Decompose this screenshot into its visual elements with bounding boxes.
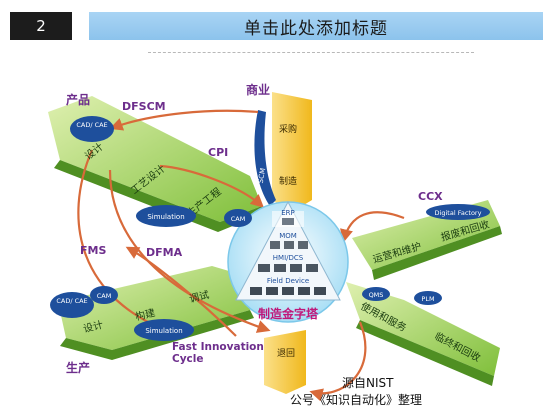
business-scm-label: SCM: [257, 167, 268, 184]
center-label: 制造金字塔: [258, 306, 319, 321]
slide-title[interactable]: 单击此处添加标题: [89, 12, 543, 40]
digital-factory-label: Digital Factory: [435, 209, 482, 217]
svg-text:Field Device: Field Device: [267, 277, 309, 285]
pyramid-layer-erp: ERP: [272, 209, 304, 227]
plm-label: PLM: [421, 295, 434, 303]
source-line-2: 公号《知识自动化》整理: [290, 393, 423, 407]
svg-text:HMI/DCS: HMI/DCS: [273, 254, 304, 262]
cycle-label-ccx: CCX: [418, 190, 443, 203]
qms-node: [362, 287, 390, 301]
svg-text:ERP: ERP: [281, 209, 295, 217]
production-cad-cae-label: CAD/ CAE: [56, 297, 87, 305]
cycle-label-cycle: Cycle: [172, 353, 204, 365]
digital-factory-node: [426, 204, 490, 220]
cycle-label-cpi: CPI: [208, 146, 228, 159]
right-lower-arm: [346, 282, 500, 386]
production-cad-cae-node: [50, 292, 94, 318]
product-simulation-node: [136, 205, 196, 227]
source-line-1: 源自NIST: [342, 376, 394, 390]
product-cad-cae-label: CAD/ CAE: [76, 121, 107, 129]
product-cam-label: CAM: [231, 215, 246, 223]
business-step-purchasing: 采购: [279, 123, 297, 135]
business-arm: [254, 92, 312, 394]
cycle-label-fms: FMS: [80, 244, 106, 257]
pyramid-layer-mom: MOM: [270, 232, 308, 249]
production-cam-label: CAM: [97, 292, 112, 300]
pyramid-layer-hmi-dcs: HMI/DCS: [258, 254, 318, 272]
qms-label: QMS: [369, 291, 384, 299]
business-step-return: 退回: [277, 348, 295, 359]
product-cad-cae-node: [70, 116, 114, 142]
business-heading: 商业: [246, 82, 270, 97]
production-arm: [58, 266, 254, 360]
production-simulation-node: [134, 319, 194, 341]
product-cam-node: [224, 209, 252, 227]
title-underline: [148, 42, 474, 53]
business-step-manufacturing: 制造: [279, 175, 297, 187]
production-cam-node: [90, 286, 118, 304]
product-simulation-label: Simulation: [147, 213, 184, 221]
production-heading: 生产: [66, 360, 90, 375]
plm-node: [414, 291, 442, 305]
production-simulation-label: Simulation: [145, 327, 182, 335]
page-number: 2: [10, 12, 72, 40]
cycle-label-fast-innovation: Fast Innovation: [172, 341, 264, 353]
pyramid-layer-field-device: Field Device: [250, 277, 326, 295]
product-heading: 产品: [66, 92, 90, 107]
cycle-arrows: [77, 109, 405, 402]
svg-text:MOM: MOM: [279, 232, 297, 240]
cycle-label-dfma: DFMA: [146, 246, 183, 259]
cycle-label-dfscm: DFSCM: [122, 100, 166, 113]
